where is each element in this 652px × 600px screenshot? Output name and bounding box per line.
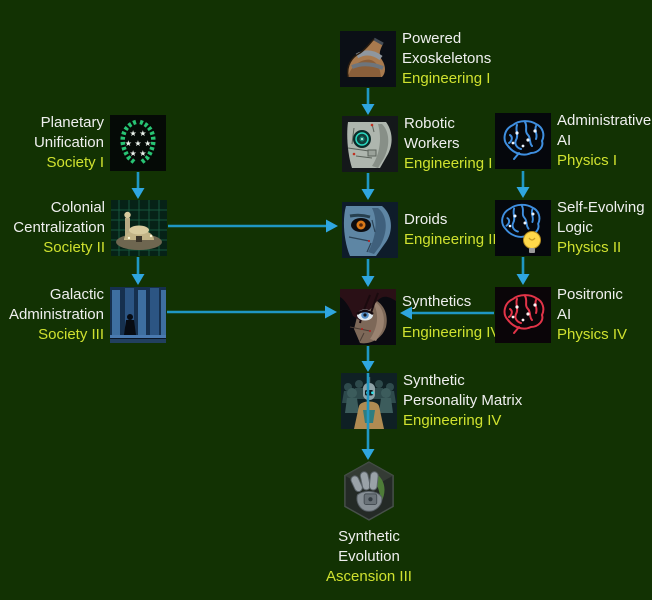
tech-node-synthetic-personality-matrix[interactable]: Synthetic Personality Matrix Engineering…: [341, 372, 523, 429]
tech-node-planetary-unification[interactable]: Planetary Unification Society I ★ ★ ★ ★ …: [0, 114, 166, 171]
node-subtitle: Physics IV: [557, 326, 628, 343]
tech-node-synthetic-evolution[interactable]: Synthetic Evolution Ascension III: [290, 461, 448, 587]
tech-node-robotic-workers[interactable]: Robotic Workers Engineering I: [342, 115, 493, 172]
node-title-line: Unification: [33, 134, 104, 151]
tech-node-self-evolving-logic[interactable]: Self-Evolving Logic Physics II: [495, 199, 645, 256]
node-title-line: Administrative: [557, 112, 652, 129]
node-title-line: Planetary: [40, 114, 104, 131]
tech-node-droids[interactable]: Droids Engineering II: [342, 202, 497, 258]
node-title-line: Droids: [404, 211, 448, 228]
node-title-line: AI: [557, 132, 572, 149]
node-title-line: Robotic: [404, 115, 455, 132]
positronic-brain-icon: [495, 287, 551, 343]
edge-robotic-workers-droids: [361, 173, 375, 200]
edge-powered-exoskeletons-robotic-workers: [361, 88, 375, 115]
node-title-line: Evolution: [338, 548, 400, 565]
node-title-line: Administration: [8, 306, 104, 323]
node-subtitle: Engineering I: [402, 70, 491, 87]
node-title-line: Positronic: [557, 286, 623, 303]
robotic-hand-hex-icon: [342, 461, 396, 521]
galactic-hall-icon: [110, 287, 166, 343]
synthetic-face-icon: [340, 289, 396, 345]
tech-node-positronic-ai[interactable]: Positronic AI Physics IV: [495, 286, 628, 343]
node-title-line: Workers: [404, 135, 460, 152]
node-title-line: Powered: [402, 30, 462, 47]
node-subtitle: Physics II: [557, 239, 622, 256]
node-title-line: AI: [557, 306, 572, 323]
node-title-line: Exoskeletons: [402, 50, 492, 67]
edge-galactic-administration-synthetics: [167, 305, 337, 319]
laurel-wreath-icon: ★ ★ ★ ★ ★ ★ ★: [110, 115, 166, 171]
node-title-line: Synthetic: [338, 528, 400, 545]
edge-synthetic-personality-matrix-synthetic-evolution: [361, 430, 375, 460]
powered-exoskeletons-icon: [340, 31, 396, 87]
node-title-line: Galactic: [49, 286, 104, 303]
node-title-line: Colonial: [50, 199, 105, 216]
svg-text:★ ★ ★: ★ ★ ★: [125, 139, 152, 148]
node-subtitle: Engineering I: [404, 155, 493, 172]
node-subtitle: Society III: [38, 326, 104, 343]
node-subtitle: Society II: [43, 239, 105, 256]
svg-text:★ ★: ★ ★: [130, 149, 147, 158]
svg-text:★ ★: ★ ★: [130, 129, 147, 138]
edge-colonial-centralization-galactic-administration: [131, 257, 145, 285]
node-subtitle: Engineering IV: [403, 412, 502, 429]
node-title-line: Personality Matrix: [403, 392, 523, 409]
tech-node-powered-exoskeletons[interactable]: Powered Exoskeletons Engineering I: [340, 30, 492, 87]
edge-planetary-unification-colonial-centralization: [131, 172, 145, 199]
tech-node-administrative-ai[interactable]: Administrative AI Physics I: [495, 112, 652, 169]
robotic-workers-icon: [342, 116, 398, 172]
node-subtitle: Engineering II: [404, 231, 497, 248]
node-title-line: Centralization: [13, 219, 105, 236]
tech-node-colonial-centralization[interactable]: Colonial Centralization Society II: [0, 199, 167, 256]
robot-crowd-icon: [341, 373, 397, 429]
droid-face-icon: [342, 202, 398, 258]
node-subtitle: Society I: [46, 154, 104, 171]
node-title-line: Synthetic: [403, 372, 465, 389]
edge-administrative-ai-self-evolving-logic: [516, 171, 530, 198]
tech-node-synthetics[interactable]: Synthetics Engineering IV: [340, 289, 500, 345]
colony-building-icon: [111, 200, 167, 256]
administrative-ai-brain-icon: [495, 113, 551, 169]
edge-colonial-centralization-droids: [168, 219, 338, 233]
node-title-line: Self-Evolving: [557, 199, 645, 216]
brain-lightbulb-icon: [495, 200, 551, 256]
node-subtitle: Engineering IV: [402, 323, 501, 341]
node-title-line: Synthetics: [402, 292, 472, 310]
edge-self-evolving-logic-positronic-ai: [516, 257, 530, 285]
node-subtitle: Physics I: [557, 152, 618, 169]
tech-node-galactic-administration[interactable]: Galactic Administration Society III: [0, 286, 166, 343]
node-subtitle: Ascension III: [326, 568, 412, 585]
edge-droids-synthetics: [361, 259, 375, 287]
node-title-line: Logic: [557, 219, 593, 236]
